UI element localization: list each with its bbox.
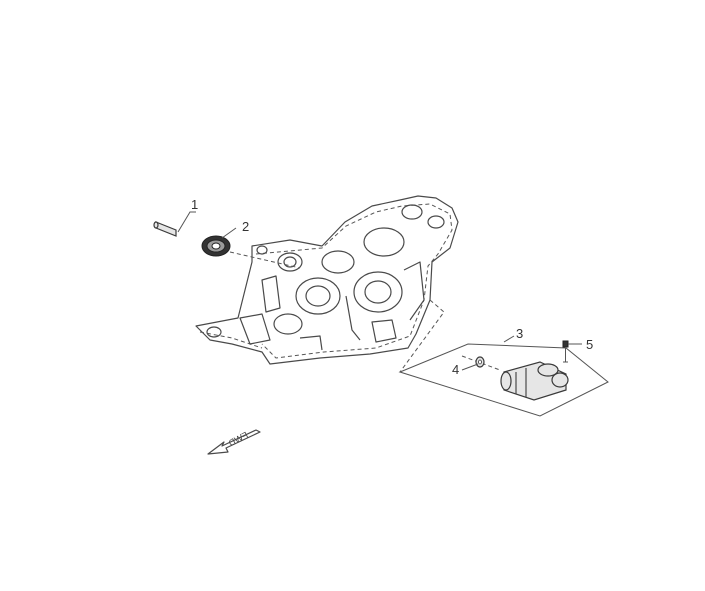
crankcase-housing <box>195 195 459 365</box>
callout-1: 1 <box>191 197 198 212</box>
o-ring-part <box>475 356 485 368</box>
leader-line-3 <box>503 335 515 343</box>
starter-subassembly-panel <box>398 299 609 417</box>
seal-assembly-line <box>229 251 301 269</box>
leader-line-4 <box>461 363 479 371</box>
leader-line-1 <box>177 211 196 233</box>
callout-5: 5 <box>586 337 593 352</box>
forward-arrow-icon: FWD <box>207 429 261 455</box>
callout-4: 4 <box>452 362 459 377</box>
bolt-part <box>562 340 569 363</box>
oil-seal-part <box>201 235 231 257</box>
callout-2: 2 <box>242 219 249 234</box>
leader-lines <box>177 211 582 371</box>
leader-line-2 <box>221 227 237 239</box>
dowel-pin-part <box>153 221 177 237</box>
callout-3: 3 <box>516 326 523 341</box>
starter-motor-part <box>500 361 569 401</box>
